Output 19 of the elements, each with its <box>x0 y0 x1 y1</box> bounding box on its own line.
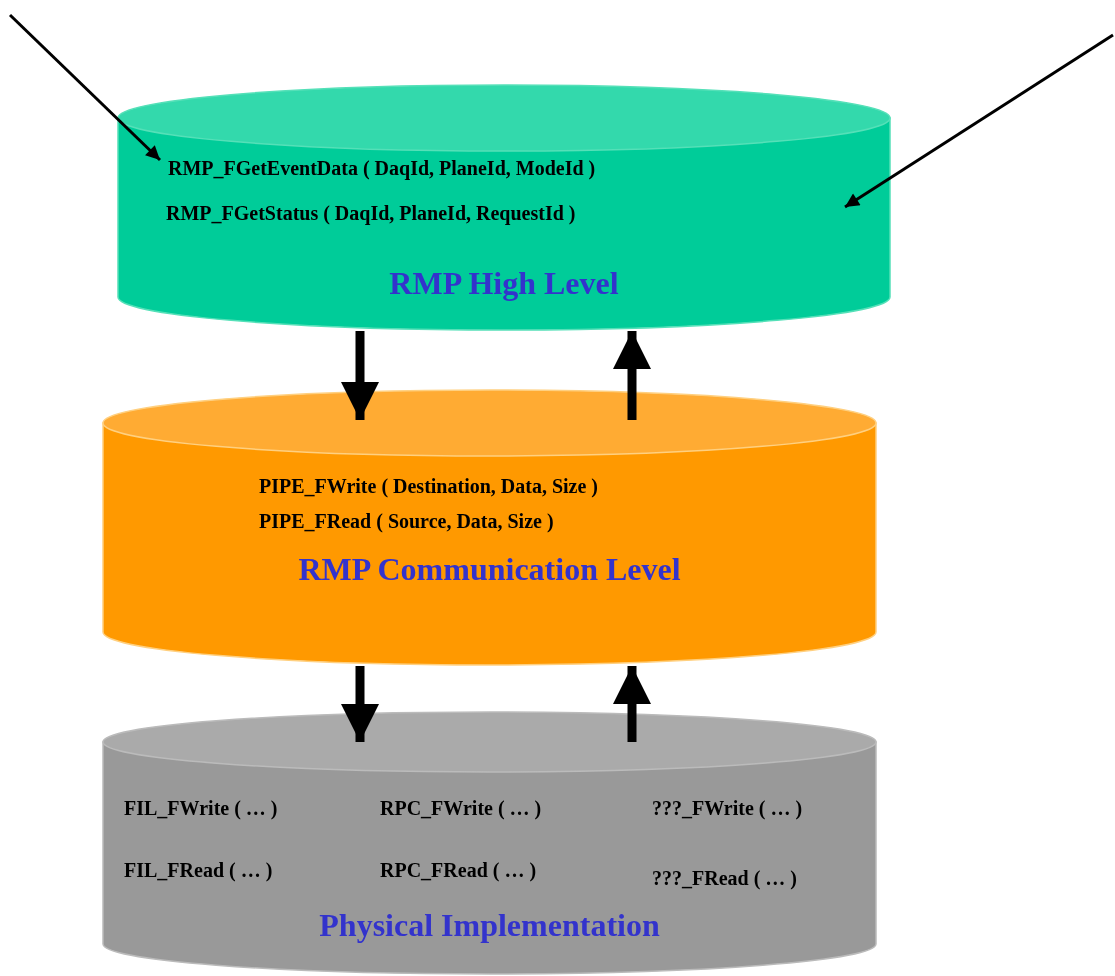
function-signature: PIPE_FRead ( Source, Data, Size ) <box>259 510 554 533</box>
arrow <box>844 33 1114 209</box>
arrow <box>341 666 379 742</box>
function-signature: RPC_FRead ( … ) <box>380 859 537 882</box>
function-signature: RPC_FWrite ( … ) <box>380 797 542 820</box>
function-signature: RMP_FGetEventData ( DaqId, PlaneId, ModeId ) <box>168 157 596 180</box>
arrow <box>341 331 379 420</box>
arrow <box>8 13 162 162</box>
level-title: RMP High Level <box>388 264 620 303</box>
function-signature: FIL_FRead ( … ) <box>124 859 273 882</box>
function-signature: RMP_FGetStatus ( DaqId, PlaneId, RequestId ) <box>166 202 576 225</box>
level-title: Physical Implementation <box>318 906 661 945</box>
level-title: RMP Communication Level <box>297 550 682 589</box>
function-signature: ???_FWrite ( … ) <box>652 797 803 820</box>
function-signature: ???_FRead ( … ) <box>652 867 797 890</box>
arrow <box>613 666 651 742</box>
function-signature: FIL_FWrite ( … ) <box>124 797 278 820</box>
arrow <box>613 331 651 420</box>
function-signature: PIPE_FWrite ( Destination, Data, Size ) <box>259 475 599 498</box>
